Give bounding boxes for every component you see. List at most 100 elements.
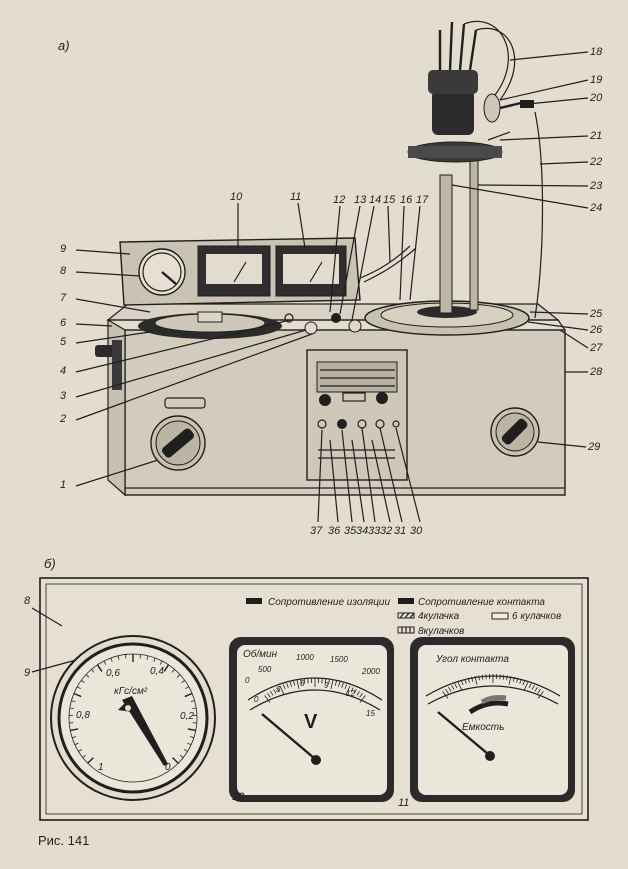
callout-5: 5 <box>60 336 67 348</box>
pg-tick-mark <box>78 749 83 752</box>
pg-tick-mark <box>71 700 76 703</box>
figure-caption: Рис. 141 <box>38 833 89 848</box>
pg-tick-mark <box>87 757 94 764</box>
meter-tick-mark <box>478 675 480 681</box>
meter-tick-mark <box>502 674 505 680</box>
meter-tick-mark <box>330 679 334 689</box>
pg-tick-mark <box>185 686 190 690</box>
pg-tick-mark <box>187 728 196 732</box>
control-box <box>306 349 408 481</box>
callout-b-10: 10 <box>232 791 245 803</box>
meter-tick-mark <box>457 681 463 691</box>
callout-1: 1 <box>60 479 66 491</box>
callout-10: 10 <box>230 191 243 203</box>
callout-37: 37 <box>310 525 323 537</box>
callout-9: 9 <box>60 243 66 255</box>
pg-tick-mark <box>189 736 194 739</box>
pg-tick-mark <box>153 657 156 662</box>
am-title: Угол контакта <box>435 654 509 665</box>
meter-tick-mark <box>264 695 271 703</box>
callout-b-8: 8 <box>24 595 31 607</box>
vm-rpm-1500: 1500 <box>330 655 348 664</box>
callout-35: 35 <box>344 525 357 537</box>
meter-tick-mark <box>528 683 532 689</box>
meter-tick-mark <box>345 685 351 695</box>
callout-4: 4 <box>60 365 66 377</box>
meter-tick-mark <box>286 682 289 688</box>
pg-tick-06: 0,6 <box>106 668 120 679</box>
callout-34: 34 <box>356 525 368 537</box>
callout-b-9: 9 <box>24 667 30 679</box>
meter-tick-mark <box>273 689 277 694</box>
meter-tick-mark <box>471 676 474 682</box>
part-b-label: б) <box>44 556 56 571</box>
callout-25: 25 <box>589 308 603 320</box>
left-turntable <box>138 311 282 339</box>
meter-tick-mark <box>270 690 274 696</box>
meter-tick-mark <box>460 680 464 686</box>
meter-tick-mark <box>338 681 341 687</box>
callout-14: 14 <box>369 194 381 206</box>
callout-20: 20 <box>589 92 603 104</box>
callout-33: 33 <box>368 525 381 537</box>
pg-tick-mark <box>183 749 188 752</box>
part-a-label: а) <box>58 38 70 53</box>
meter-tick-mark <box>454 683 458 689</box>
meter-tick-mark <box>328 679 330 685</box>
vm-volt-3: 3 <box>276 685 281 694</box>
meter-tick-mark <box>523 681 529 691</box>
callout-21: 21 <box>589 130 602 142</box>
meter-tick-mark <box>531 685 535 690</box>
meter-tick-mark <box>353 689 357 694</box>
pg-tick-mark <box>117 655 120 660</box>
callout-6: 6 <box>60 317 67 329</box>
legend-cam6: 6 кулачков <box>512 611 561 622</box>
callout-17: 17 <box>416 194 429 206</box>
pg-tick-mark <box>146 655 149 660</box>
meter-tick-mark <box>324 678 327 684</box>
callout-12: 12 <box>333 194 345 206</box>
meter-tick-mark <box>508 675 512 685</box>
meter-tick-mark <box>512 676 515 682</box>
vm-rpm-1000: 1000 <box>296 653 314 662</box>
legend-cam4: 4кулачка <box>418 611 460 622</box>
callout-26: 26 <box>589 324 603 336</box>
meter-tick-mark <box>516 677 519 683</box>
pg-tick-0: 0 <box>165 762 171 773</box>
callout-27: 27 <box>589 342 603 354</box>
pg-tick-mark <box>171 669 175 673</box>
callout-32: 32 <box>380 525 392 537</box>
pg-unit: кГс/см² <box>114 686 148 697</box>
pg-tick-1: 1 <box>98 762 104 773</box>
meter-tick-mark <box>267 692 271 698</box>
pg-tick-mark <box>179 754 184 758</box>
vm-volt-0: 0 <box>254 695 259 704</box>
pg-tick-04: 0,4 <box>150 666 164 677</box>
callout-7: 7 <box>60 292 67 304</box>
callout-15: 15 <box>383 194 396 206</box>
callout-24: 24 <box>589 202 602 214</box>
left-knob <box>150 415 206 471</box>
angle-meter: Угол контакта Емкость <box>410 637 575 802</box>
callout-b-11: 11 <box>398 797 409 809</box>
callout-23: 23 <box>589 180 603 192</box>
pg-tick-mark <box>181 680 186 684</box>
meter-tick-mark <box>303 678 306 684</box>
pg-tick-mark <box>110 657 113 662</box>
callout-16: 16 <box>400 194 413 206</box>
pg-tick-mark <box>82 754 87 758</box>
callout-31: 31 <box>394 525 406 537</box>
pg-tick-mark <box>176 674 181 678</box>
meter-tick-mark <box>537 691 544 699</box>
pg-tick-08: 0,8 <box>76 710 90 721</box>
meter-tick-mark <box>350 687 354 693</box>
vm-rpm-unit: Об/мин <box>243 648 278 660</box>
am-subtitle: Емкость <box>462 722 504 733</box>
meter-tick-mark <box>442 691 449 699</box>
pg-tick-mark <box>192 707 197 710</box>
pg-tick-mark <box>159 660 163 665</box>
meter-tick-mark <box>481 674 484 680</box>
meter-tick-mark <box>344 684 348 690</box>
pg-tick-02: 0,2 <box>180 711 194 722</box>
legend-insulation: Сопротивление изоляции <box>268 597 390 608</box>
